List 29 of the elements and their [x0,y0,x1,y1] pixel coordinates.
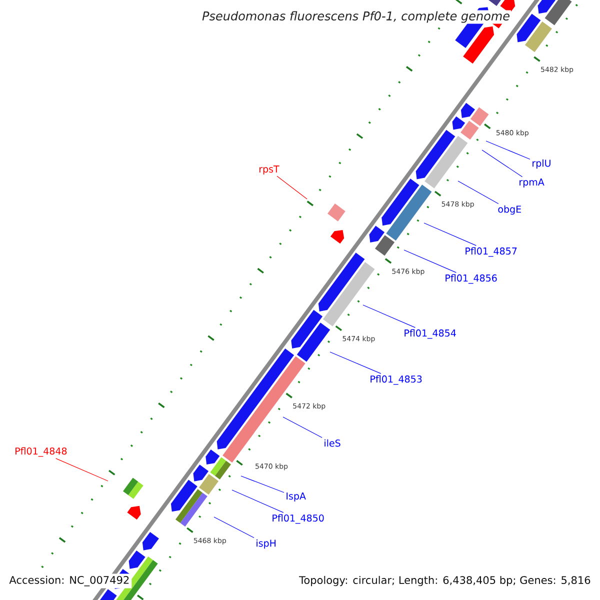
gene-label: rpmA [520,178,544,188]
leader-line [56,458,108,482]
leader-line [330,352,382,374]
gene-label: obgE [498,205,521,215]
gene-label: ileS [324,439,340,447]
leader-line [482,150,523,178]
leader-line [214,516,254,538]
title: Pseudomonas fluorescens Pf0-1, complete genome [201,10,511,24]
gene-label: Pfl01_4856 [446,274,497,284]
leader-line [458,180,499,204]
leader-line [486,140,530,160]
footer-text: Accession: NC_007492 [7,574,132,588]
gene-label: Pfl01_4848 [16,447,67,457]
gene-label: Pfl01_4854 [404,329,456,339]
leader-line [240,476,284,493]
gene-label: Pfl01_4853 [370,375,422,385]
gene-label: Pfl01_4857 [466,247,517,257]
gene-label: rpsT [259,166,280,174]
footer-text: Topology: circular; Length: 6,438,405 bp; Genes: 5,816 [297,574,593,588]
gene-label: Pfl01_4850 [272,514,324,524]
leader-line [404,250,456,273]
gene-label: rplU [532,159,550,169]
gene-label: ispH [256,539,276,549]
leader-line [232,490,284,513]
leader-line [276,176,308,200]
leader-line [362,304,416,328]
leader-line [424,222,476,246]
gene-label: IspA [286,492,306,502]
leader-line [282,416,322,438]
